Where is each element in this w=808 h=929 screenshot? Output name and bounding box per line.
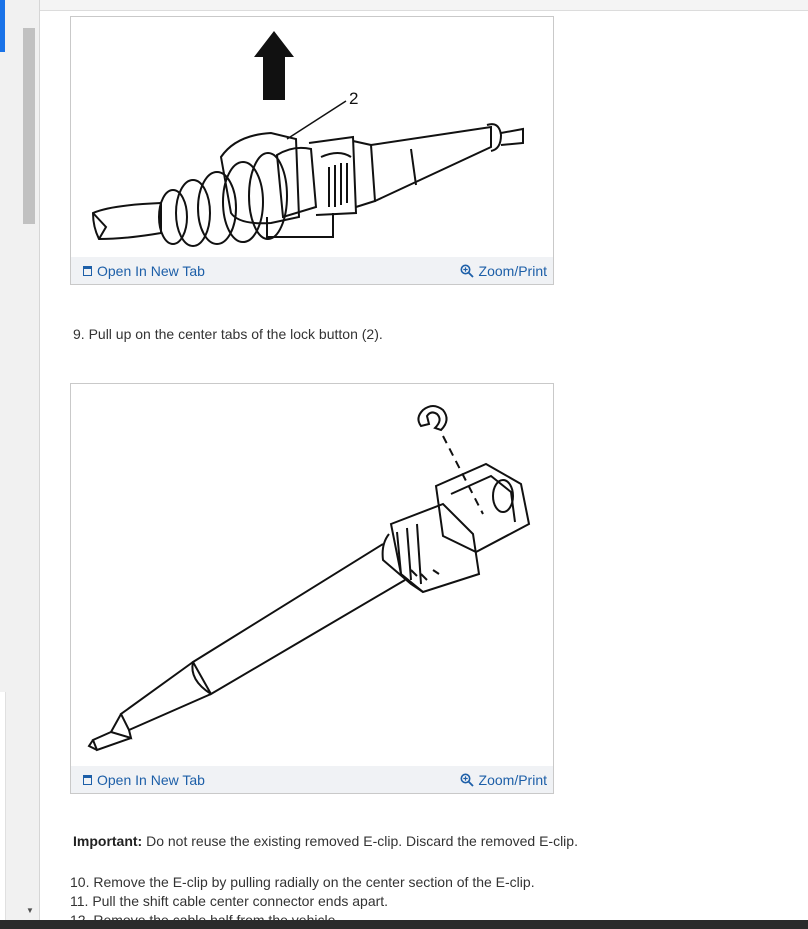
zoom-print-label: Zoom/Print — [478, 772, 547, 788]
scroll-down-arrow-icon[interactable]: ▼ — [26, 906, 34, 915]
open-in-new-tab-icon — [82, 775, 92, 785]
important-label: Important: — [73, 833, 143, 849]
zoom-print-label: Zoom/Print — [478, 263, 547, 279]
callout-number: 2 — [349, 89, 358, 108]
open-in-new-tab-icon — [82, 266, 92, 276]
step-11: 11. Pull the shift cable center connecto… — [70, 893, 389, 909]
open-in-new-tab-link[interactable]: Open In New Tab — [82, 263, 205, 279]
open-in-new-tab-label: Open In New Tab — [97, 772, 205, 788]
e-clip-illustration — [87, 405, 531, 752]
zoom-magnifier-icon — [460, 264, 474, 278]
sidebar-accent — [0, 0, 5, 52]
bottom-taskbar-strip — [0, 920, 808, 929]
zoom-magnifier-icon — [460, 773, 474, 787]
open-in-new-tab-label: Open In New Tab — [97, 263, 205, 279]
step-10: 10. Remove the E-clip by pulling radiall… — [70, 874, 535, 890]
zoom-print-link[interactable]: Zoom/Print — [460, 263, 547, 279]
figure-lock-button: 2 — [70, 16, 554, 285]
open-in-new-tab-link[interactable]: Open In New Tab — [82, 772, 205, 788]
up-arrow — [254, 31, 294, 100]
important-text: Do not reuse the existing removed E-clip… — [142, 833, 578, 849]
scrollbar-thumb[interactable] — [23, 28, 35, 224]
top-header-strip — [40, 0, 808, 11]
important-note: Important: Do not reuse the existing rem… — [73, 833, 578, 849]
callout-leader — [286, 100, 347, 140]
left-sidebar: ▼ — [0, 0, 40, 929]
sidebar-lower-panel — [0, 692, 6, 920]
lock-button-illustration: 2 — [91, 31, 524, 247]
figure-actions-bar: Open In New Tab Zoom/Print — [71, 257, 553, 284]
zoom-print-link[interactable]: Zoom/Print — [460, 772, 547, 788]
figure-e-clip: Open In New Tab Zoom/Print — [70, 383, 554, 794]
figure-actions-bar: Open In New Tab Zoom/Print — [71, 766, 553, 793]
step-9: 9. Pull up on the center tabs of the loc… — [73, 326, 383, 342]
